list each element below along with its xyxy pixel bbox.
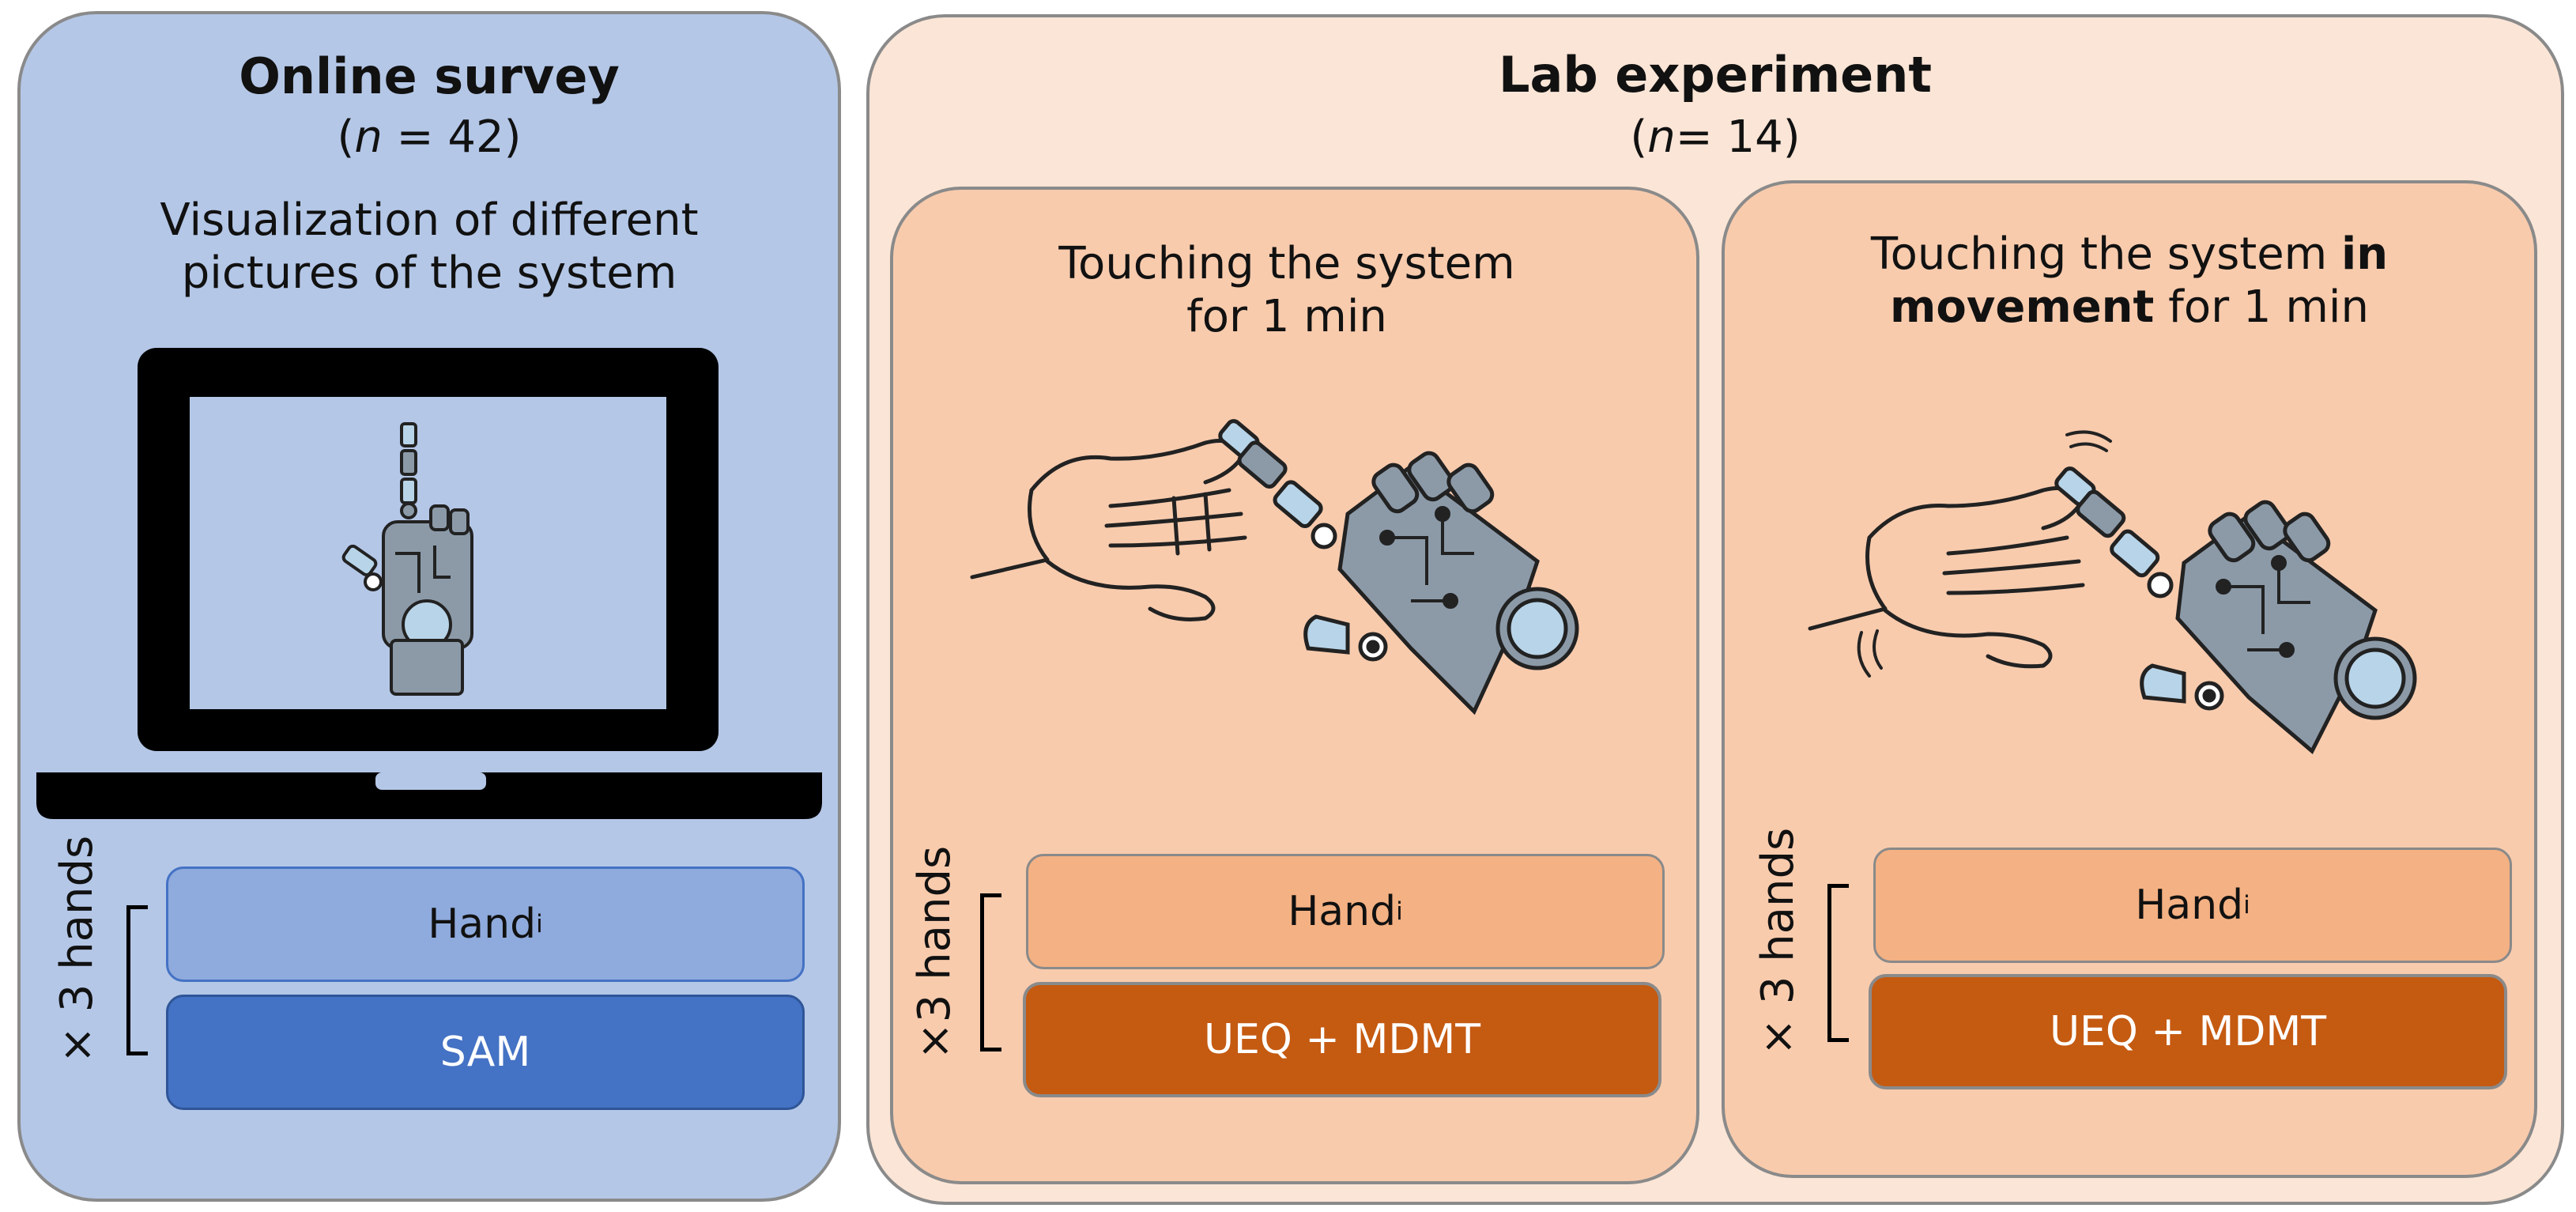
online-description: Visualization of different pictures of t… [160,194,699,300]
condition-static-label: Touching the system for 1 min [1058,238,1515,343]
robot-hand-pointing-icon [341,422,473,696]
hand-touching-robot-icon [970,419,1579,715]
online-sample-size: (n = 42) [337,111,522,163]
lab-sample-size: (n= 14) [1630,111,1801,163]
online-sam-box: SAM [166,995,805,1110]
online-repeat-label: × 3 hands [51,835,103,1063]
laptop-icon [36,348,822,819]
online-repeat-bracket [126,905,148,1055]
condition-movement-repeat-bracket [1827,884,1849,1042]
condition-movement-label: Touching the system in movement for 1 mi… [1870,228,2389,334]
condition-static-repeat-label: ×3 hands [909,845,960,1060]
condition-static-repeat-bracket [980,893,1001,1052]
condition-movement-measure-box: UEQ + MDMT [1869,974,2507,1089]
lab-experiment-title: Lab experiment [1498,46,1933,104]
condition-movement-repeat-label: × 3 hands [1752,827,1804,1055]
online-survey-title: Online survey [239,47,620,105]
hand-touching-moving-robot-icon [1808,430,2417,754]
condition-static-measure-box: UEQ + MDMT [1023,982,1661,1097]
